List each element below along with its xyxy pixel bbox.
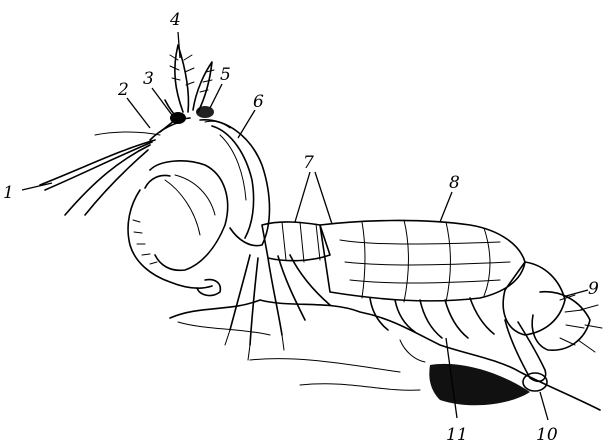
thoracic-legs <box>225 255 330 360</box>
leader-6 <box>238 110 255 138</box>
head-appendages <box>150 45 214 140</box>
ground <box>170 300 600 410</box>
antenna-1 <box>40 132 160 215</box>
label-5: 5 <box>220 65 231 85</box>
label-6: 6 <box>253 92 264 112</box>
leader-2 <box>127 98 150 128</box>
leader-3 <box>152 88 172 115</box>
label-11: 11 <box>446 425 468 445</box>
raptorial-claw <box>128 161 228 296</box>
uropod-tip <box>523 373 547 391</box>
leader-5 <box>210 84 222 108</box>
label-1: 1 <box>3 183 14 203</box>
label-9: 9 <box>588 279 599 299</box>
leader-lines <box>22 32 588 420</box>
pleopods <box>370 298 494 338</box>
label-2: 2 <box>117 80 129 100</box>
carapace <box>200 120 270 246</box>
label-7: 7 <box>303 153 314 173</box>
leader-7b <box>315 172 332 224</box>
label-8: 8 <box>449 173 460 193</box>
leader-9 <box>566 290 588 296</box>
label-10: 10 <box>536 425 558 445</box>
leader-8 <box>440 192 452 222</box>
label-4: 4 <box>169 10 181 30</box>
leader-10 <box>540 392 548 420</box>
abdomen <box>320 220 525 302</box>
label-3: 3 <box>143 69 154 89</box>
leader-7a <box>295 172 310 222</box>
